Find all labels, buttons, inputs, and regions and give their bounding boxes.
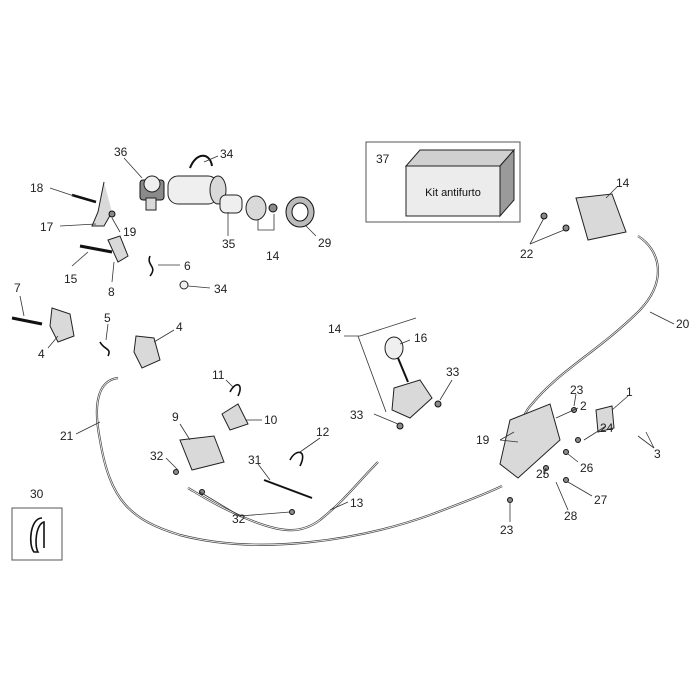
callout-9: 9 xyxy=(172,410,179,424)
callout-3: 3 xyxy=(654,447,661,461)
callout-10: 10 xyxy=(264,413,278,427)
callout-20: 20 xyxy=(676,317,690,331)
spring-clip-part xyxy=(29,517,45,553)
kit-package-icon xyxy=(404,148,516,218)
callout-19-right: 19 xyxy=(476,433,490,447)
callout-33-right: 33 xyxy=(446,365,460,379)
callout-28: 28 xyxy=(564,509,578,523)
lock-barrel-part xyxy=(167,175,227,205)
bolt-33b-part xyxy=(396,422,404,430)
callout-19-left: 19 xyxy=(123,225,137,239)
callout-4-left: 4 xyxy=(38,347,45,361)
lock-body-part xyxy=(499,403,561,479)
small-clip-34-part xyxy=(179,280,189,290)
callout-21: 21 xyxy=(60,429,74,443)
leader-lines xyxy=(19,155,675,522)
sleeve-part xyxy=(219,194,243,214)
callout-7: 7 xyxy=(14,281,21,295)
screw-27-part xyxy=(563,477,569,483)
latch-block-9-part xyxy=(179,435,225,471)
callout-labels: 36 34 18 17 19 35 14 29 6 15 8 34 7 5 4 … xyxy=(14,145,690,537)
kit-box: 37 Kit antifurto xyxy=(365,141,521,223)
callout-13: 13 xyxy=(350,496,364,510)
callout-27: 27 xyxy=(594,493,608,507)
latch-left-part xyxy=(49,307,75,343)
bolt-22a-part xyxy=(540,212,548,220)
callout-36: 36 xyxy=(114,145,128,159)
pin-26-part xyxy=(563,449,569,455)
pin-7-part xyxy=(11,316,43,326)
callout-18: 18 xyxy=(30,181,44,195)
callout-11: 11 xyxy=(212,368,225,382)
screw-32c-part xyxy=(289,509,295,515)
callout-29: 29 xyxy=(318,236,332,250)
screw-32b-part xyxy=(199,489,205,495)
bracket-8-part xyxy=(107,235,129,263)
callout-25: 25 xyxy=(536,467,550,481)
callout-23-bottom: 23 xyxy=(500,523,514,537)
callout-35: 35 xyxy=(222,237,236,251)
callout-17: 17 xyxy=(40,220,54,234)
callout-32-bottom: 32 xyxy=(232,512,246,526)
callout-34-small: 34 xyxy=(214,282,228,296)
rod-15-part xyxy=(79,244,113,254)
callout-8: 8 xyxy=(108,285,115,299)
callout-14-hinge: 14 xyxy=(616,176,630,190)
hook-10-part xyxy=(221,403,249,431)
lever-part xyxy=(91,181,113,227)
callout-31: 31 xyxy=(248,453,262,467)
top-clip-part xyxy=(189,154,213,169)
callout-12: 12 xyxy=(316,425,330,439)
flat-spring-31-part xyxy=(263,479,313,499)
bolt-33a-part xyxy=(434,400,442,408)
callout-16: 16 xyxy=(414,331,428,345)
spring-5-part xyxy=(99,341,110,357)
latch-right-part xyxy=(133,335,161,369)
seat-latch-part xyxy=(391,379,433,419)
callout-2: 2 xyxy=(580,399,587,413)
spring-11-part xyxy=(229,384,241,397)
callout-14-seat: 14 xyxy=(328,322,342,336)
screw-23b-part xyxy=(507,497,513,503)
callout-33-left: 33 xyxy=(350,408,364,422)
callout-5: 5 xyxy=(104,311,111,325)
spring-6-part xyxy=(148,255,154,277)
callout-24: 24 xyxy=(600,421,614,435)
callout-15: 15 xyxy=(64,272,78,286)
callout-23-top: 23 xyxy=(570,383,584,397)
nut-24-part xyxy=(575,437,581,443)
callout-26: 26 xyxy=(580,461,594,475)
key-cylinder-part xyxy=(245,195,278,221)
ignition-switch-part xyxy=(139,175,165,211)
callout-4-right: 4 xyxy=(176,320,183,334)
callout-6: 6 xyxy=(184,259,191,273)
callout-30: 30 xyxy=(30,487,44,501)
bolt-18-part xyxy=(71,193,97,204)
kit-number: 37 xyxy=(376,152,390,166)
callout-34-top: 34 xyxy=(220,147,234,161)
clip-box xyxy=(11,507,63,561)
hinge-plate-part xyxy=(575,193,627,241)
lock-disc-part xyxy=(384,336,409,383)
washer-19-part xyxy=(108,210,116,218)
callout-32-left: 32 xyxy=(150,449,164,463)
spring-12-part xyxy=(289,451,304,467)
cables xyxy=(95,235,659,546)
screw-32a-part xyxy=(173,469,179,475)
kit-label: Kit antifurto xyxy=(425,187,481,199)
callout-1: 1 xyxy=(626,385,633,399)
ring-part xyxy=(285,196,315,228)
bolt-22b-part xyxy=(562,224,570,232)
callout-22: 22 xyxy=(520,247,534,261)
actuator-1-part xyxy=(595,405,615,433)
callout-14-lock: 14 xyxy=(266,249,280,263)
parts xyxy=(11,154,627,515)
